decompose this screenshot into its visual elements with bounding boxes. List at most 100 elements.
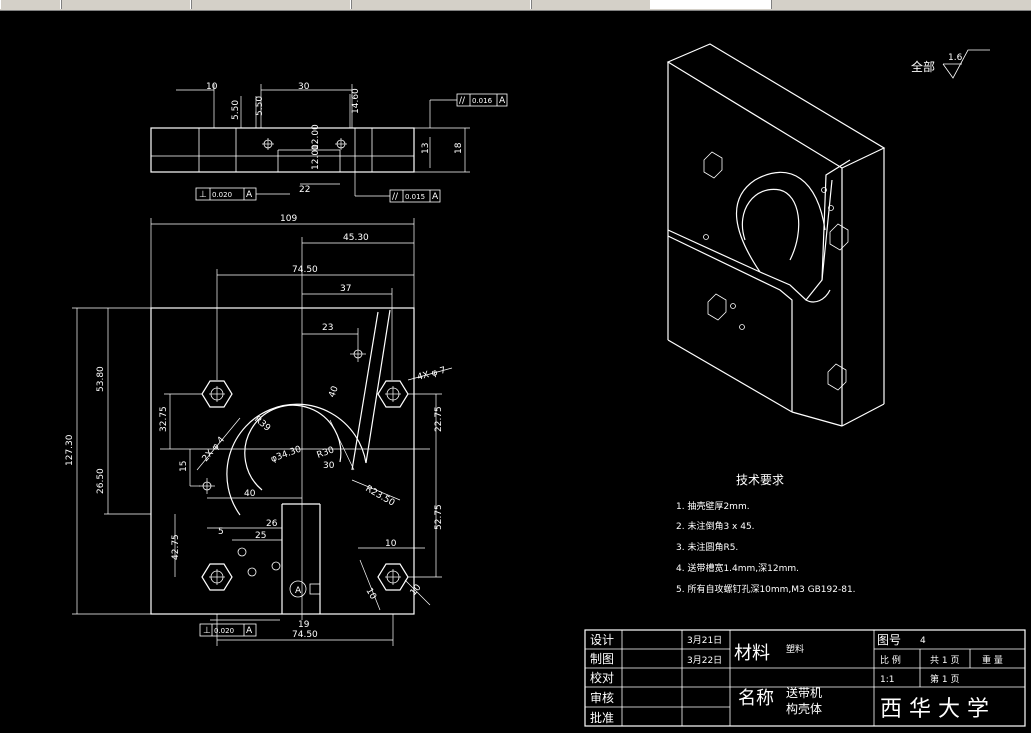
radius-23-50: R23.50 (364, 484, 397, 509)
dim-13: 13 (421, 143, 431, 154)
drawing-canvas[interactable]: 10 30 5.50 5.50 14.60 12.00 12.00 22 13 … (0, 10, 1031, 733)
name-value-1: 送带机 (786, 685, 822, 700)
tech-requirements: 技术要求 1. 抽壳壁厚2mm. 2. 未注倒角3 x 45. 3. 未注圆角R… (676, 473, 856, 595)
front-view: A (65, 214, 453, 646)
dim-37: 37 (340, 284, 351, 294)
radius-39: R39 (252, 415, 272, 434)
tol-frame-left: ⊥ 0.020 A (195, 187, 290, 201)
svg-text:全部: 全部 (911, 59, 935, 74)
dim-109: 109 (280, 214, 297, 224)
date-2: 3月22日 (687, 655, 722, 666)
role-label: 批准 (590, 710, 614, 725)
name-value-2: 构壳体 (786, 701, 822, 716)
school-name: 西 华 大 学 (880, 697, 989, 722)
toolbar-tab[interactable] (650, 0, 772, 9)
total-pages: 共 1 页 (930, 655, 959, 666)
tech-req-item: 2. 未注倒角3 x 45. (676, 520, 755, 532)
material-label: 材料 (734, 643, 770, 664)
dim-40: 40 (244, 489, 256, 499)
tech-req-item: 5. 所有自攻螺钉孔深10mm,M3 GB192-81. (676, 583, 856, 595)
dim-22: 22 (299, 185, 310, 195)
role-label: 制图 (590, 652, 614, 666)
tol-frame-top: // 0.016 A (429, 93, 508, 128)
date-1: 3月21日 (687, 635, 722, 646)
toolbar-strip (0, 0, 1031, 11)
weight-label: 重 量 (982, 654, 1003, 666)
dim-5-50b: 5.50 (255, 96, 265, 116)
dim-5: 5 (218, 527, 224, 537)
hex-hole (377, 563, 409, 591)
toolbar-tab[interactable] (770, 0, 1031, 9)
hole-2x-phi4: 2X φ 4 (201, 435, 228, 464)
role-label: 设计 (590, 633, 614, 647)
dim-10-top: 10 (206, 82, 218, 92)
toolbar-tab[interactable] (190, 0, 352, 9)
dim-26-50: 26.50 (96, 468, 106, 494)
tech-req-item: 1. 抽壳壁厚2mm. (676, 500, 750, 512)
dim-30-in: 30 (323, 461, 335, 471)
drawing-no-value: 4 (920, 636, 926, 646)
radius-30: R30 (316, 445, 336, 461)
dim-10-r: 10 (385, 539, 397, 549)
isometric-view (666, 43, 886, 427)
datum-a-marker (289, 580, 307, 598)
material-value: 塑料 (786, 643, 804, 655)
dim-26: 26 (266, 519, 278, 529)
svg-text:A: A (432, 192, 439, 202)
surface-finish-symbol: 全部 1.6 (911, 49, 990, 79)
small-hole (271, 561, 281, 571)
svg-text:0.020: 0.020 (212, 191, 232, 199)
svg-text:0.015: 0.015 (405, 193, 425, 201)
tol-frame-bottom: // 0.015 A (354, 172, 441, 203)
top-view: 10 30 5.50 5.50 14.60 12.00 12.00 22 13 … (150, 82, 508, 203)
svg-text:⊥: ⊥ (199, 190, 207, 200)
dim-22-75: 22.75 (434, 406, 444, 432)
dim-23: 23 (322, 323, 333, 333)
tech-req-item: 4. 送带槽宽1.4mm,深12mm. (676, 562, 799, 574)
top-view-outline (150, 127, 415, 173)
toolbar-tab[interactable] (0, 0, 62, 9)
svg-text:A: A (246, 190, 253, 200)
small-hole (247, 567, 257, 577)
dim-53-80: 53.80 (96, 366, 106, 392)
dim-74-50: 74.50 (292, 265, 318, 275)
dim-45-30: 45.30 (343, 233, 369, 243)
dim-30-top: 30 (298, 82, 310, 92)
svg-text:0.016: 0.016 (472, 97, 493, 105)
tech-req-item: 3. 未注圆角R5. (676, 541, 738, 553)
scale-label: 比 例 (880, 654, 901, 666)
page-no: 第 1 页 (930, 673, 959, 685)
svg-text:1.6: 1.6 (948, 53, 963, 63)
hex-hole (201, 380, 233, 408)
cad-drawing: 10 30 5.50 5.50 14.60 12.00 12.00 22 13 … (65, 43, 1026, 727)
small-hole (237, 547, 247, 557)
toolbar-tab[interactable] (60, 0, 192, 9)
toolbar-tab[interactable] (350, 0, 532, 9)
dim-19: 19 (298, 620, 310, 630)
tol-frame-front: ⊥ 0.020 A (199, 623, 257, 637)
name-label: 名称 (738, 688, 774, 709)
svg-text://: // (392, 192, 399, 202)
dim-12-00: 12.00 (311, 124, 321, 150)
dim-12-00b: 12.00 (311, 144, 321, 170)
svg-text:A: A (295, 586, 302, 596)
diameter-34-30: φ34.30 (270, 444, 303, 464)
svg-text:A: A (499, 96, 506, 106)
toolbar-tab[interactable] (530, 0, 652, 9)
bore-outer (226, 403, 367, 516)
hole-4x-phi7: 4X φ 7 (416, 366, 447, 383)
dim-42-75: 42.75 (171, 534, 181, 560)
svg-text:⊥: ⊥ (203, 626, 211, 636)
tech-req-title: 技术要求 (736, 473, 784, 487)
title-block: 设计 制图 校对 审核 批准 3月21日 3月22日 材料 塑料 图号 4 比 … (584, 629, 1026, 727)
svg-text://: // (459, 96, 466, 106)
dim-14-60: 14.60 (351, 88, 361, 114)
scale-value: 1:1 (880, 675, 894, 685)
svg-text:A: A (246, 626, 253, 636)
hex-hole (377, 380, 409, 408)
dim-5-50: 5.50 (231, 100, 241, 120)
dim-74-50-bottom: 74.50 (292, 630, 318, 640)
dim-18: 18 (454, 142, 464, 154)
role-label: 审核 (590, 690, 614, 705)
